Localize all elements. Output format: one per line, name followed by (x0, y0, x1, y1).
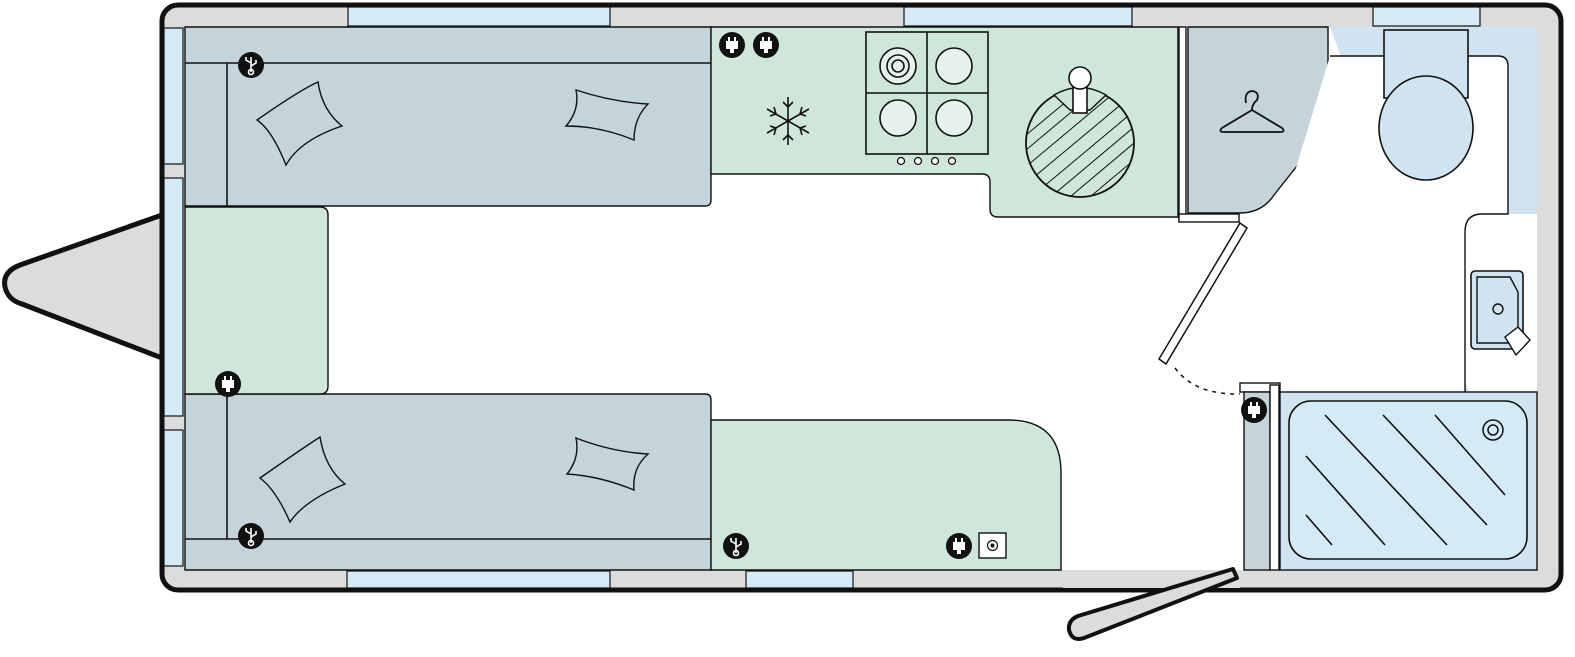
gas-hob-icon (865, 31, 989, 166)
wash-basin-icon (1470, 270, 1531, 357)
sofa-top (184, 26, 712, 207)
cushion-icon (564, 88, 650, 142)
a-frame-hitch (2, 212, 165, 361)
window-front-2 (163, 177, 184, 417)
entrance-door[interactable] (1066, 567, 1239, 641)
usb-socket-icon (238, 52, 264, 78)
partition-wall-end (1178, 213, 1240, 223)
kitchen-worktop-bottom (710, 419, 1062, 571)
coat-hanger-icon (1219, 90, 1285, 133)
power-socket-icon (719, 32, 745, 58)
tv-aerial-point-icon (978, 532, 1007, 559)
window-top-2 (903, 6, 1133, 27)
power-socket-icon (215, 371, 241, 397)
cushion-icon (565, 436, 650, 492)
power-socket-icon (1241, 397, 1267, 423)
usb-socket-icon (723, 533, 749, 559)
windows (163, 6, 1481, 589)
window-bottom-1 (346, 570, 611, 589)
window-front-3 (163, 429, 184, 567)
snowflake-icon (766, 97, 810, 145)
cushion-icon (258, 435, 347, 524)
window-top-1 (347, 6, 611, 27)
power-socket-icon (946, 533, 972, 559)
cushion-icon (255, 80, 344, 167)
toilet-icon (1378, 29, 1474, 181)
window-top-3 (1372, 6, 1481, 27)
door-swing-arc (1174, 367, 1241, 395)
front-chest-unit (184, 206, 329, 395)
usb-socket-icon (238, 523, 264, 549)
power-socket-icon (753, 32, 779, 58)
shower-tray-icon (1279, 391, 1538, 571)
window-front-1 (163, 27, 184, 165)
window-bottom-2 (745, 570, 854, 589)
partition-wall (1178, 26, 1187, 222)
sofa-bottom (184, 393, 712, 571)
washroom-door[interactable] (1158, 221, 1248, 395)
